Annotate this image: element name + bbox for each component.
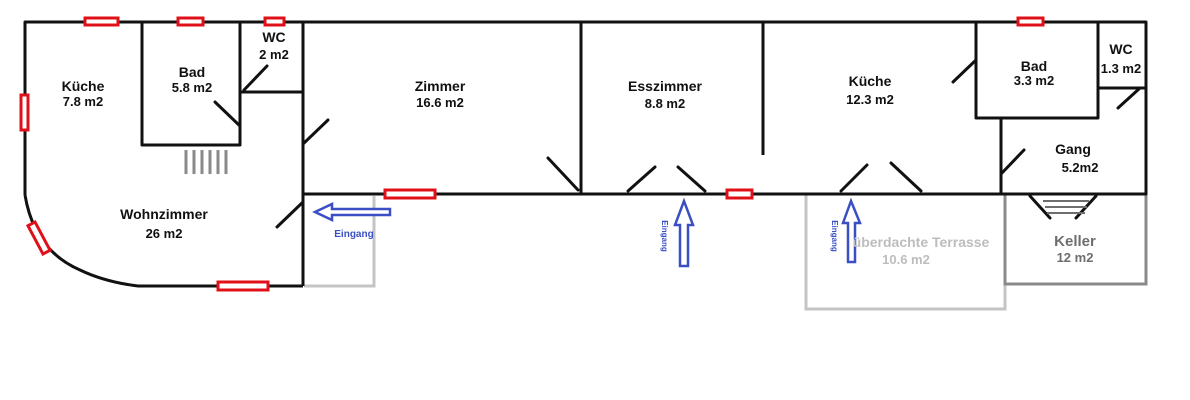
door-swings <box>213 58 1142 229</box>
gang-name: Gang <box>1055 141 1091 157</box>
wc-left-name: WC <box>262 29 285 45</box>
window-1 <box>83 16 120 27</box>
bad-right-area: 3.3 m2 <box>1014 73 1054 88</box>
terrasse-name: überdachte Terrasse <box>853 234 990 250</box>
esszimmer-name: Esszimmer <box>628 78 702 94</box>
windows <box>19 16 1045 292</box>
radiator-grille <box>184 150 228 174</box>
entrance-arrows <box>312 197 862 268</box>
wohnzimmer-name: Wohnzimmer <box>120 206 208 222</box>
arrow-up-middle-icon <box>673 197 695 268</box>
entrance-labels: Eingang Eingang Eingang <box>334 220 839 252</box>
window-4 <box>1016 16 1045 27</box>
zimmer-area: 16.6 m2 <box>416 95 464 110</box>
kueche-right-area: 12.3 m2 <box>846 92 894 107</box>
cellar-outline <box>1003 194 1148 286</box>
entrance-right-label: Eingang <box>830 220 839 252</box>
bad-left-name: Bad <box>179 64 205 80</box>
room-labels: Küche 7.8 m2 Bad 5.8 m2 WC 2 m2 Wohnzimm… <box>62 29 1142 267</box>
arrow-up-right-icon <box>841 197 862 264</box>
arrow-left-icon <box>312 202 392 222</box>
esszimmer-area: 8.8 m2 <box>645 96 685 111</box>
bad-right-name: Bad <box>1021 58 1047 74</box>
wc-right-name: WC <box>1109 41 1132 57</box>
window-5 <box>19 93 30 132</box>
bad-left-area: 5.8 m2 <box>172 80 212 95</box>
window-7 <box>725 188 754 200</box>
wc-right-area: 1.3 m2 <box>1101 61 1141 76</box>
zimmer-name: Zimmer <box>415 78 466 94</box>
window-2 <box>176 16 205 27</box>
window-8 <box>216 280 270 292</box>
gang-area: 5.2m2 <box>1062 160 1099 175</box>
wohnzimmer-area: 26 m2 <box>146 226 183 241</box>
kueche-left-area: 7.8 m2 <box>63 94 103 109</box>
keller-area: 12 m2 <box>1057 250 1094 265</box>
wc-left-area: 2 m2 <box>259 47 289 62</box>
kueche-left-name: Küche <box>62 78 105 94</box>
keller-name: Keller <box>1054 233 1096 250</box>
entrance-left-label: Eingang <box>334 229 373 240</box>
window-6 <box>383 188 437 200</box>
kueche-right-name: Küche <box>849 73 892 89</box>
entrance-middle-label: Eingang <box>660 220 669 252</box>
terrasse-area: 10.6 m2 <box>882 252 930 267</box>
cellar-stairs <box>1043 200 1089 214</box>
window-9 <box>25 219 53 257</box>
window-3 <box>263 16 286 27</box>
